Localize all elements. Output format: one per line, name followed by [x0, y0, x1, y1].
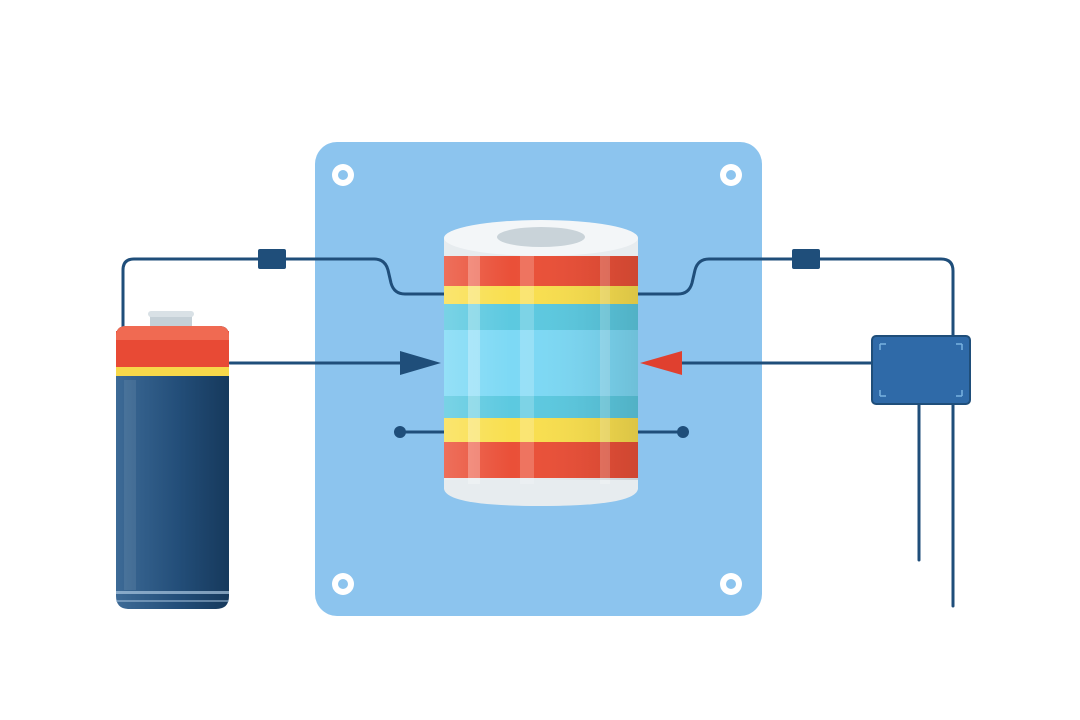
battery-band-yellow	[116, 367, 229, 376]
arrow-left-icon	[640, 351, 682, 375]
panel-screw-hole	[720, 164, 742, 186]
battery-icon	[116, 311, 229, 609]
output-module-icon	[871, 335, 971, 405]
panel-screw-hole	[720, 573, 742, 595]
battery-body	[116, 326, 229, 609]
terminal-dot-left	[394, 426, 406, 438]
coil-cylinder-icon	[444, 220, 638, 506]
panel-screw-hole	[332, 573, 354, 595]
coil-top-hole	[497, 227, 585, 247]
wire-left-top	[121, 257, 446, 332]
terminal-dot-right	[677, 426, 689, 438]
wire-connector-right	[792, 249, 820, 269]
panel-screw-hole	[332, 164, 354, 186]
wire-right-top	[636, 257, 955, 338]
module-box	[872, 336, 970, 404]
arrow-right-icon	[400, 351, 441, 375]
wires	[121, 257, 955, 608]
wire-connector-left	[258, 249, 286, 269]
